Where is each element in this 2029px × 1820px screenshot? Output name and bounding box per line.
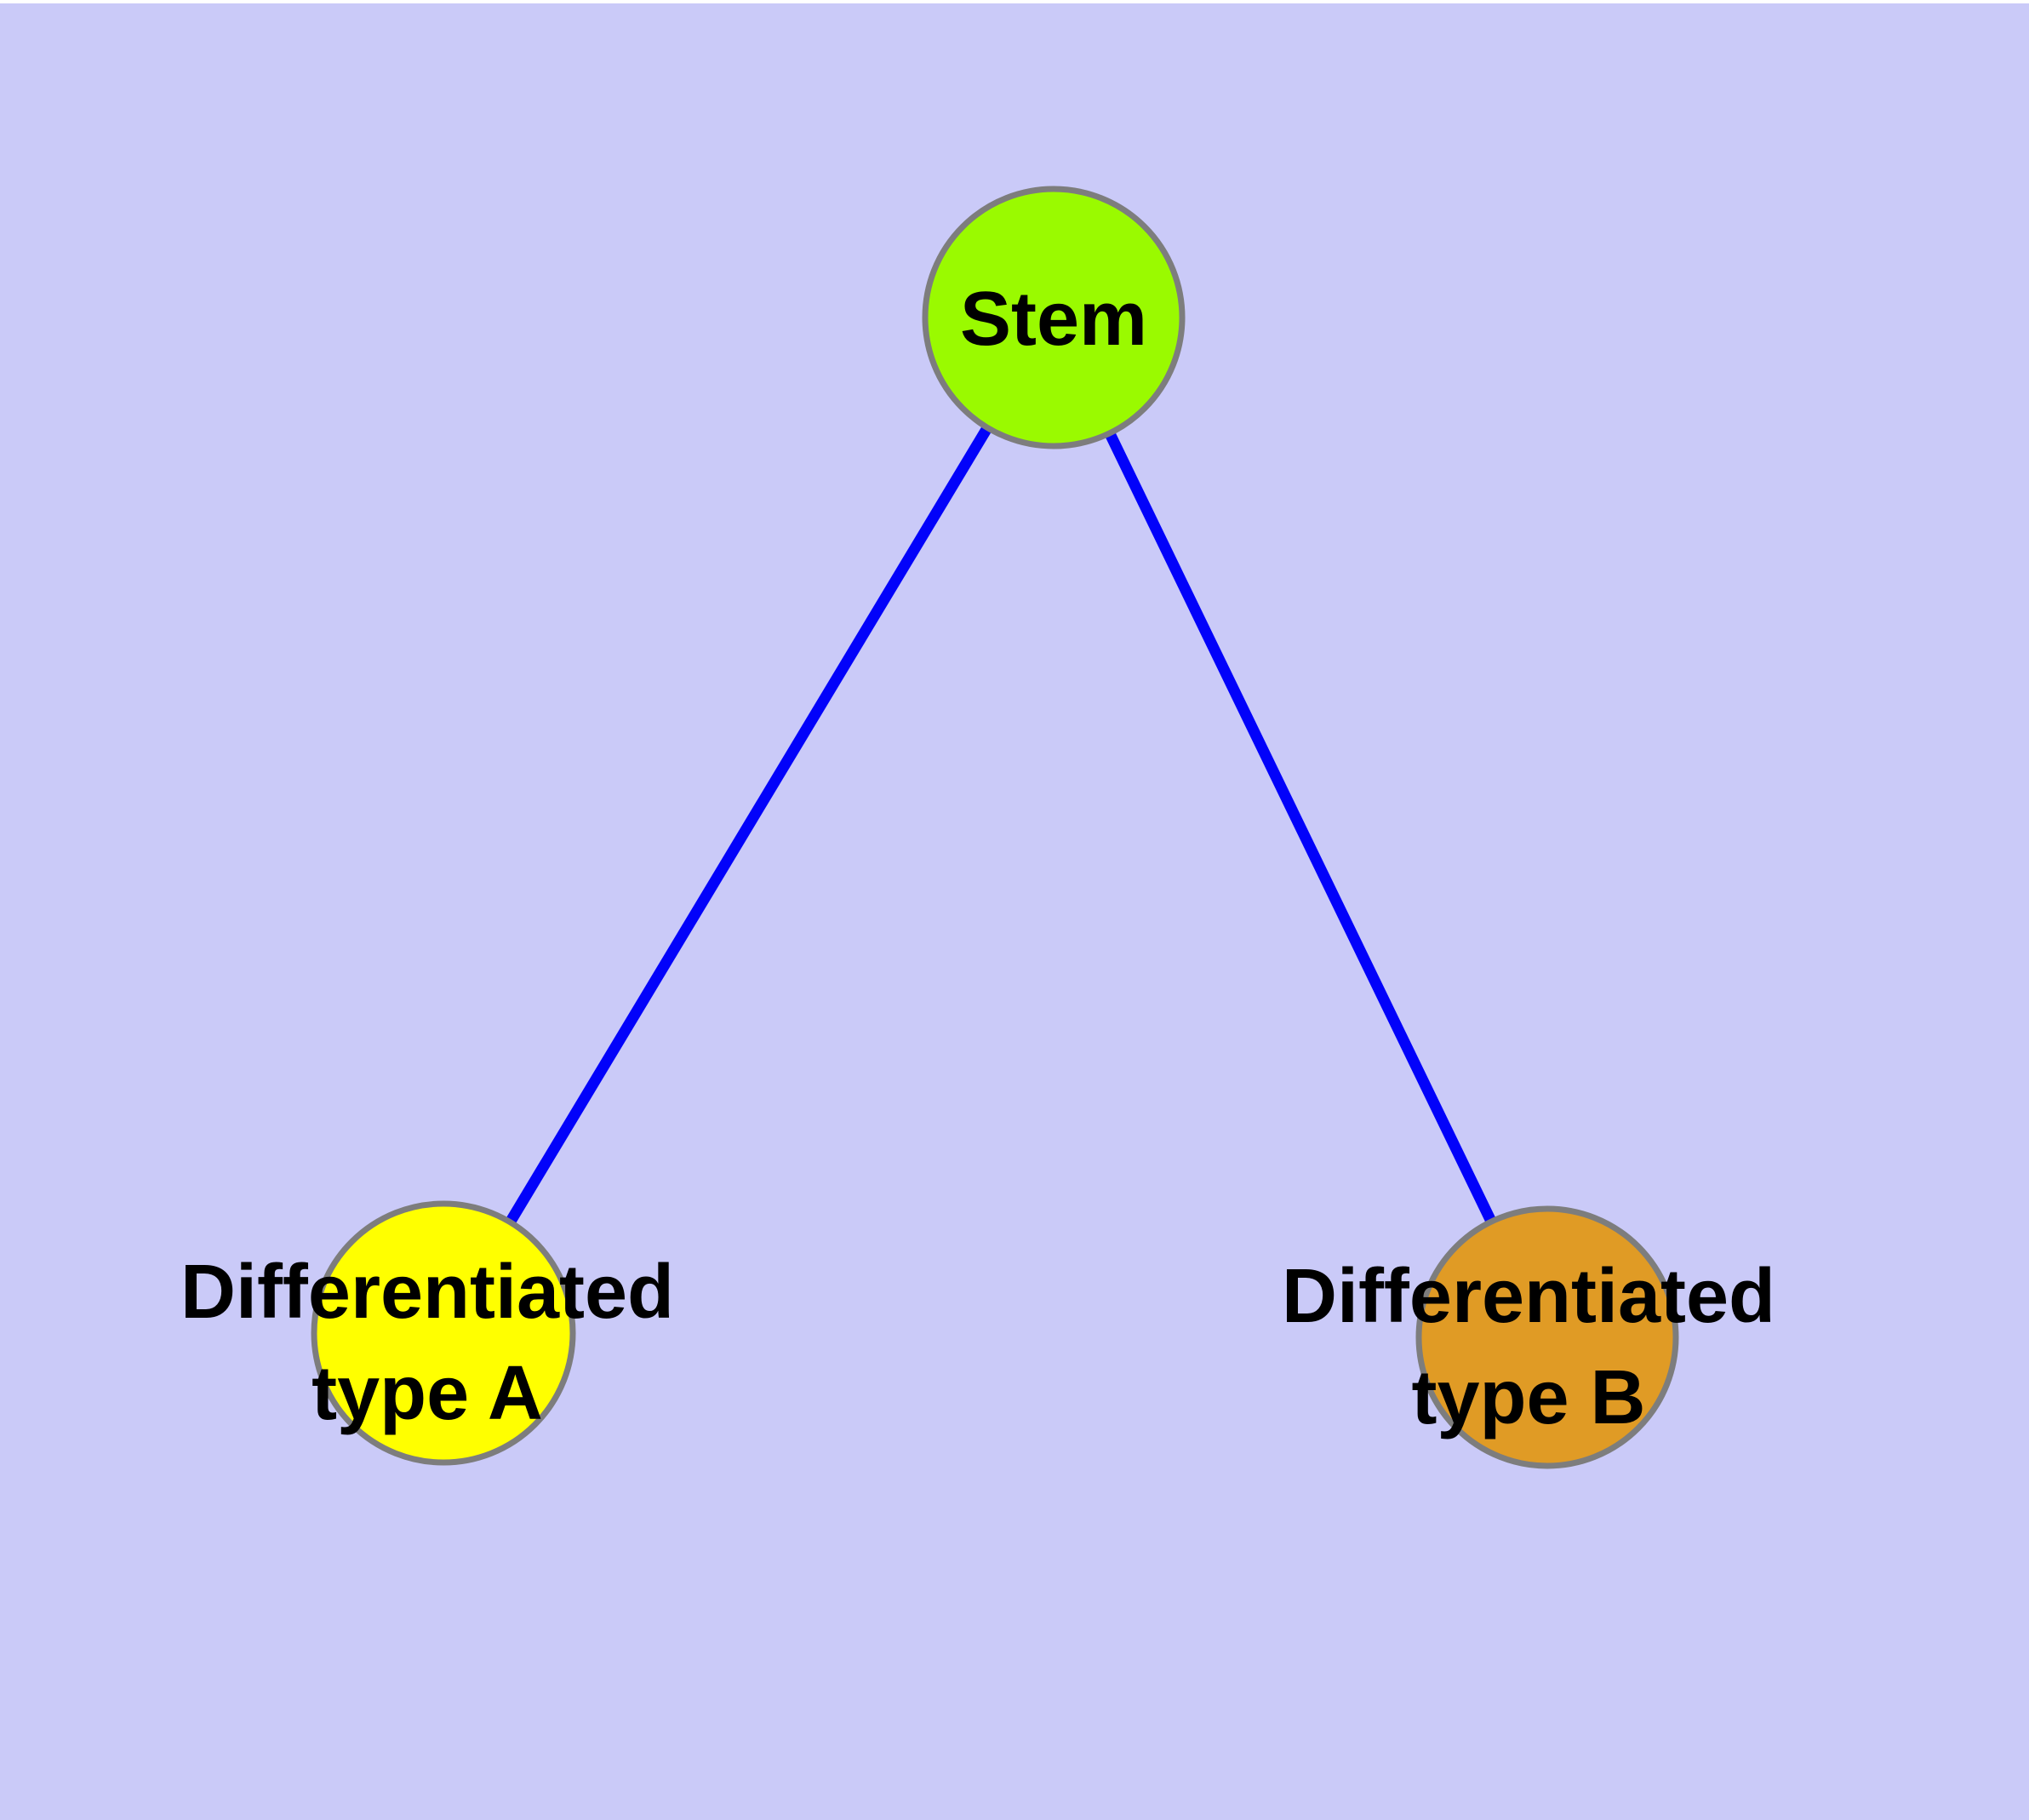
canvas-top-strip xyxy=(0,0,2029,3)
node-type-a-label-line2: type A xyxy=(311,1351,543,1436)
node-type-a-circle xyxy=(311,1200,576,1466)
node-type-b-circle xyxy=(1415,1205,1679,1469)
edge-stem-to-type-a xyxy=(438,314,1059,1336)
node-type-a-label-line1: Differentiated xyxy=(180,1250,674,1335)
node-type-b-label-line2: type B xyxy=(1411,1355,1645,1440)
edge-stem-to-type-b xyxy=(1049,315,1552,1340)
node-type-b-label-line1: Differentiated xyxy=(1282,1254,1775,1339)
node-stem-circle xyxy=(922,186,1186,449)
node-stem-label: Stem xyxy=(960,277,1147,362)
